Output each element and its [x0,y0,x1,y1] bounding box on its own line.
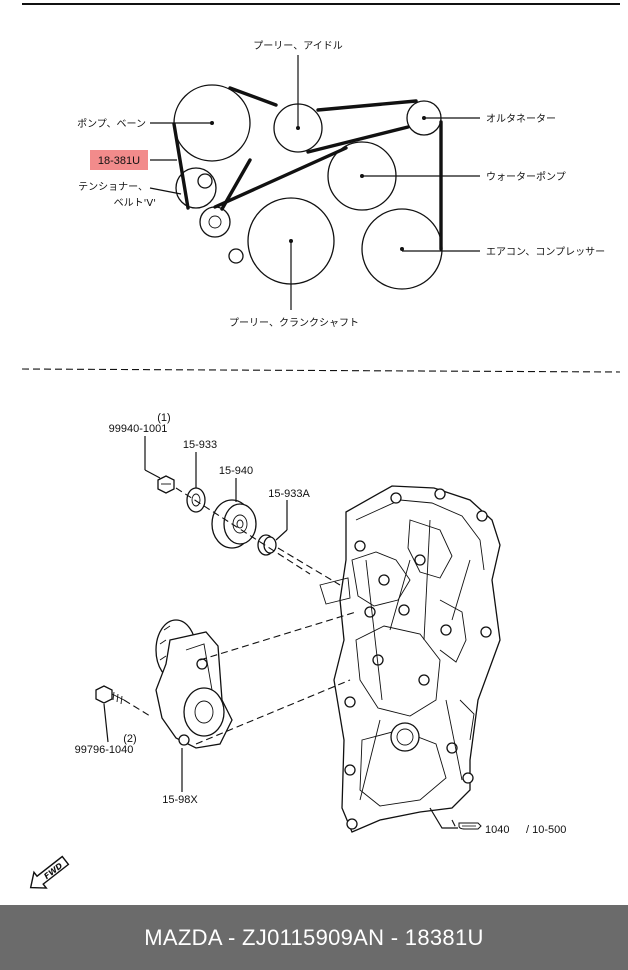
footer-bar: MAZDA - ZJ0115909A N - 18381U [0,905,628,970]
bolt-qty-label: (1) [157,412,170,424]
tensioner-pulley [199,206,231,238]
screw-qty-label: (2) [123,733,136,745]
part-number-highlight [90,150,148,170]
pulley-centers [210,116,426,251]
spacer-label: 15-933A [268,488,310,500]
water-pump-label: ウォーターポンプ [486,171,566,183]
spacer-15-933A [257,534,277,556]
section-divider [21,368,621,373]
reference-figure: 1040 [485,824,509,836]
belt-routing-diagram: プーリー、アイドル ポンプ、ベーン 18-381U テンショナー、 ベルト'V'… [77,40,605,329]
ac-compressor-label: エアコン、コンプレッサー [486,246,605,258]
alternator-label: オルタネーター [486,113,556,125]
part-number-label: 18-381U [98,155,140,167]
footer-number: N - 18381U [368,924,484,950]
screw-99796-1040 [95,685,125,705]
parts-diagram: プーリー、アイドル ポンプ、ベーン 18-381U テンショナー、 ベルト'V'… [21,3,621,889]
leader-lines [149,55,480,310]
idler-pulley-15-940 [211,499,257,549]
vane-pump-label: ポンプ、ベーン [77,118,146,130]
drive-belt [172,86,443,251]
bolt-99940-1001 [157,475,175,494]
tensioner-label-1: テンショナー、 [78,181,148,193]
washer-15-933 [186,487,206,513]
reference-page: / 10-500 [526,824,566,836]
callout-leaders [103,436,458,829]
bolt-label: 99940-1001 [109,423,168,435]
tensioner-part-label: 15-98X [162,794,198,806]
tensioner-assembly-15-98X [155,619,233,749]
crank-pulley-label: プーリー、クランクシャフト [229,317,359,329]
idler-pulley-part-label: 15-940 [219,465,253,477]
tensioner-label-2: ベルト'V' [114,197,156,209]
tensioner-bolt [228,248,244,264]
fwd-arrow-icon: FWD [29,855,70,889]
washer-label: 15-933 [183,439,217,451]
screw-label: 99796-1040 [75,744,134,756]
tensioner-pulley-hub [208,215,222,229]
reference-pointer: 1040 / 10-500 [458,822,566,836]
idler-label: プーリー、アイドル [253,40,342,52]
assembly-lines [123,487,457,829]
tensioner-pivot [197,173,213,189]
footer-brand: MAZDA - ZJ0115909A [144,924,369,950]
exploded-view: (1) 99940-1001 15-933 15-940 15-933A (2)… [29,412,566,889]
engine-front-cover [319,485,501,833]
